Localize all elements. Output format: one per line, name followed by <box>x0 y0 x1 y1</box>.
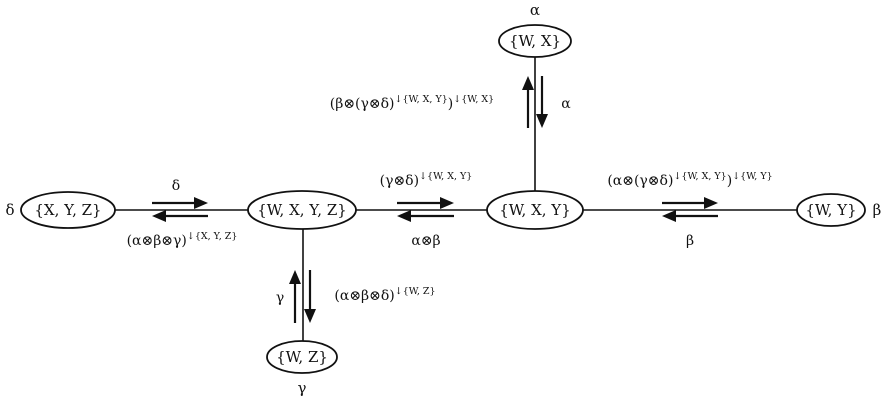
msg-wxyz-to-wz: (α⊗β⊗δ)↓{W, Z} <box>334 286 435 304</box>
node-wxyz: {W, X, Y, Z} <box>247 190 357 230</box>
node-wxyz-label: {W, X, Y, Z} <box>257 201 347 219</box>
node-wx-ellipse <box>498 24 572 58</box>
node-wx: {W, X} α <box>498 1 572 58</box>
arrow-right-icon <box>397 197 454 209</box>
arrow-pair-wxyz-wxy <box>397 197 454 222</box>
arrow-pair-xyz-wxyz <box>152 197 208 222</box>
arrow-pair-wxy-wy <box>662 197 718 222</box>
msg-wx-to-wxy: α <box>561 96 571 112</box>
msg-wxy-to-wy: (α⊗(γ⊗δ)↓{W, X, Y})↓{W, Y} <box>607 171 772 189</box>
arrow-left-icon <box>152 210 208 222</box>
node-wxy-ellipse <box>486 190 584 230</box>
node-wz-label: {W, Z} <box>276 348 328 366</box>
msg-wz-to-wxyz: γ <box>276 290 284 306</box>
arrow-pair-wxyz-wz <box>289 270 316 323</box>
arrow-right-icon <box>662 197 718 209</box>
node-wx-side-label: α <box>530 1 540 19</box>
msg-wxy-to-wx: (β⊗(γ⊗δ)↓{W, X, Y})↓{W, X} <box>330 94 494 112</box>
node-wx-label: {W, X} <box>509 32 561 50</box>
arrow-down-icon <box>304 270 316 323</box>
node-xyz-side-label: δ <box>5 201 14 219</box>
node-wz-side-label: γ <box>298 379 307 397</box>
arrow-pair-wxy-wx <box>522 76 548 128</box>
arrow-down-icon <box>536 76 548 128</box>
arrow-up-icon <box>289 270 301 323</box>
node-xyz-ellipse <box>20 191 116 229</box>
node-wxyz-ellipse <box>247 190 357 230</box>
arrow-left-icon <box>397 210 454 222</box>
node-xyz: {X, Y, Z} δ <box>5 191 116 229</box>
node-wy-side-label: β <box>873 201 882 219</box>
msg-wy-to-wxy: β <box>686 233 694 249</box>
arrow-left-icon <box>662 210 718 222</box>
msg-wxyz-to-xyz: (α⊗β⊗γ)↓{X, Y, Z} <box>127 231 238 249</box>
arrow-up-icon <box>522 76 534 128</box>
edges <box>115 57 797 341</box>
node-wxy: {W, X, Y} <box>486 190 584 230</box>
node-wy: {W, Y} β <box>796 193 882 227</box>
node-wz: {W, Z} γ <box>266 340 338 397</box>
node-wy-label: {W, Y} <box>805 201 856 219</box>
msg-xyz-to-wxyz: δ <box>172 178 180 194</box>
msg-wxyz-to-wxy: (γ⊗δ)↓{W, X, Y} <box>380 171 473 189</box>
node-wy-ellipse <box>796 193 866 227</box>
msg-wxy-to-wxyz: α⊗β <box>411 233 440 249</box>
node-xyz-label: {X, Y, Z} <box>34 201 101 219</box>
arrow-right-icon <box>152 197 208 209</box>
node-wz-ellipse <box>266 340 338 374</box>
node-wxy-label: {W, X, Y} <box>499 201 571 219</box>
